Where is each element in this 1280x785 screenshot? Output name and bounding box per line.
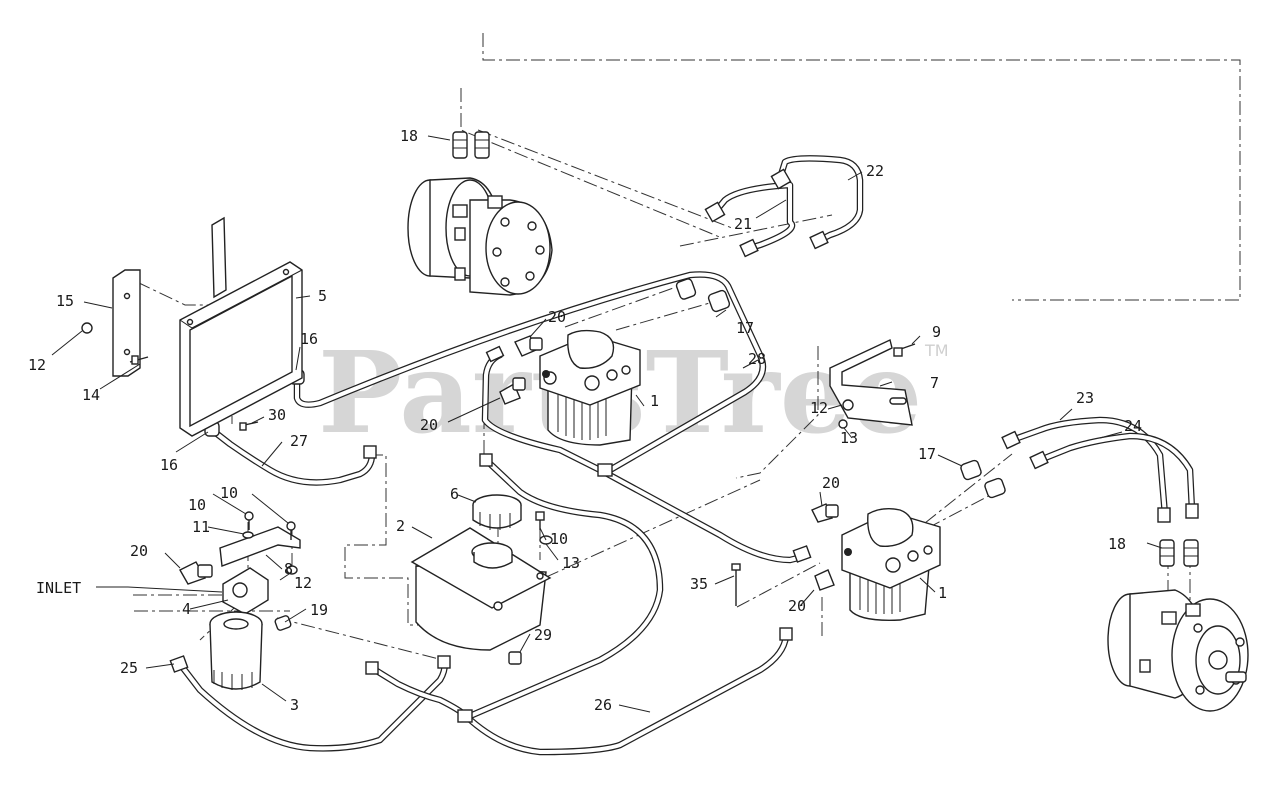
callout-25: 25: [120, 659, 138, 677]
callout-29: 29: [534, 626, 552, 644]
elbow-fitting-20-top: [499, 335, 543, 405]
hydraulic-lines: [176, 155, 1196, 756]
callout-12: 12: [810, 399, 828, 417]
callout-30: 30: [268, 406, 286, 424]
fitting-17-lower: [960, 459, 1006, 499]
callout-8: 8: [284, 560, 293, 578]
callout-1: 1: [650, 392, 659, 410]
callout-6: 6: [450, 485, 459, 503]
callout-22: 22: [866, 162, 884, 180]
callout-10: 10: [550, 530, 568, 548]
fitting-18-lower: [1159, 539, 1199, 567]
wheel-motor-lower: [1107, 589, 1249, 712]
callout-14: 14: [82, 386, 100, 404]
callout-24: 24: [1124, 417, 1142, 435]
hydraulic-pump-top: [539, 329, 641, 446]
callout-27: 27: [290, 432, 308, 450]
callout-20: 20: [548, 308, 566, 326]
callout-labels: 18 22 21 5 15 12 14 16 20 17 28 9 7 1 20…: [28, 127, 1142, 714]
callout-23: 23: [1076, 389, 1094, 407]
fitting-17-top: [675, 278, 731, 313]
elbow-fitting-20-lower: [811, 503, 839, 591]
callout-18: 18: [1108, 535, 1126, 553]
callout-4: 4: [182, 600, 191, 618]
callout-21: 21: [734, 215, 752, 233]
callout-12: 12: [28, 356, 46, 374]
pump-bracket: [829, 339, 916, 429]
callout-18: 18: [400, 127, 418, 145]
callout-19: 19: [310, 601, 328, 619]
callout-10: 10: [188, 496, 206, 514]
callout-7: 7: [930, 374, 939, 392]
callout-12: 12: [294, 574, 312, 592]
callout-16: 16: [160, 456, 178, 474]
callout-20: 20: [788, 597, 806, 615]
filter-assembly: [179, 511, 301, 631]
callout-20: 20: [420, 416, 438, 434]
fitting-18-top: [452, 131, 490, 159]
callout-1: 1: [938, 584, 947, 602]
callout-17: 17: [918, 445, 936, 463]
callout-26: 26: [594, 696, 612, 714]
hydraulic-pump-lower: [841, 507, 941, 621]
oil-cooler: [112, 216, 303, 437]
leader-lines: [51, 135, 1163, 713]
callout-13: 13: [840, 429, 858, 447]
breather-cap: [472, 494, 522, 530]
watermark-trademark: TM: [924, 341, 949, 360]
cooler-hardware: [81, 322, 259, 431]
reservoir-tank: [410, 527, 552, 651]
inlet-label: INLET: [36, 579, 81, 597]
callout-2: 2: [396, 517, 405, 535]
callout-13: 13: [562, 554, 580, 572]
callout-20: 20: [822, 474, 840, 492]
pin-35: [731, 563, 741, 606]
callout-17: 17: [736, 319, 754, 337]
callout-11: 11: [192, 518, 210, 536]
callout-16: 16: [300, 330, 318, 348]
wheel-motor-top: [407, 177, 553, 296]
oil-filter: [209, 611, 263, 690]
callout-5: 5: [318, 287, 327, 305]
callout-10: 10: [220, 484, 238, 502]
callout-35: 35: [690, 575, 708, 593]
callout-3: 3: [290, 696, 299, 714]
callout-20: 20: [130, 542, 148, 560]
callout-15: 15: [56, 292, 74, 310]
callout-9: 9: [932, 323, 941, 341]
callout-28: 28: [748, 350, 766, 368]
